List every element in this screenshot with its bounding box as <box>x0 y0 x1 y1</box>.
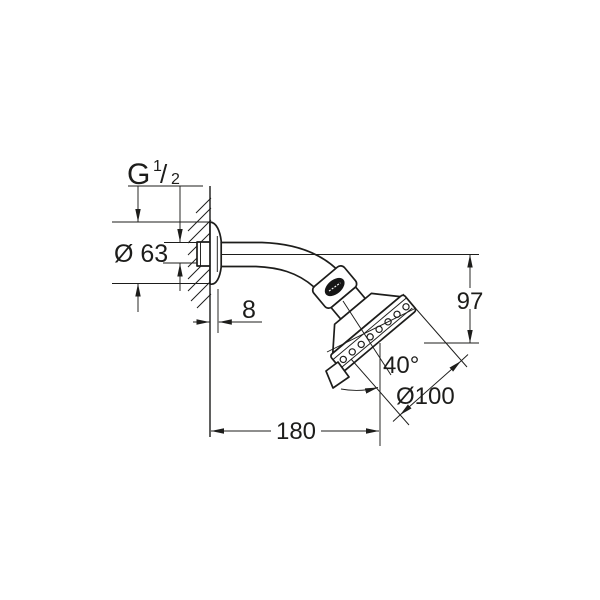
reach-label: 180 <box>276 418 316 445</box>
thread-nut <box>196 241 212 267</box>
shower-arm <box>220 241 337 288</box>
shower-head <box>311 264 417 372</box>
flange-diameter-label: Ø 63 <box>114 240 168 268</box>
head-diameter-label: Ø100 <box>396 383 455 410</box>
dimension-labels: G 1 / 2 Ø 63 8 180 97 40° Ø100 <box>114 158 483 445</box>
construction-lines <box>326 300 417 376</box>
wall-offset-dimension <box>193 289 262 333</box>
thread-label-base: G <box>127 158 150 191</box>
head-diameter-dimension <box>392 354 469 422</box>
reach-dimension <box>211 422 379 441</box>
thread-label-denominator: 2 <box>171 171 180 188</box>
drop-label: 97 <box>457 288 484 315</box>
spray-angle-label: 40° <box>383 352 419 379</box>
wall-offset-label: 8 <box>242 296 256 324</box>
drop-dimension <box>424 254 485 344</box>
thread-dimension <box>128 185 203 291</box>
flange-diameter-dimension <box>112 186 211 312</box>
thread-label-slash: / <box>160 159 168 189</box>
wall-flange <box>209 221 223 285</box>
mode-lever <box>325 361 350 389</box>
angle-arc <box>340 387 379 394</box>
thread-label-numerator: 1 <box>153 158 162 175</box>
